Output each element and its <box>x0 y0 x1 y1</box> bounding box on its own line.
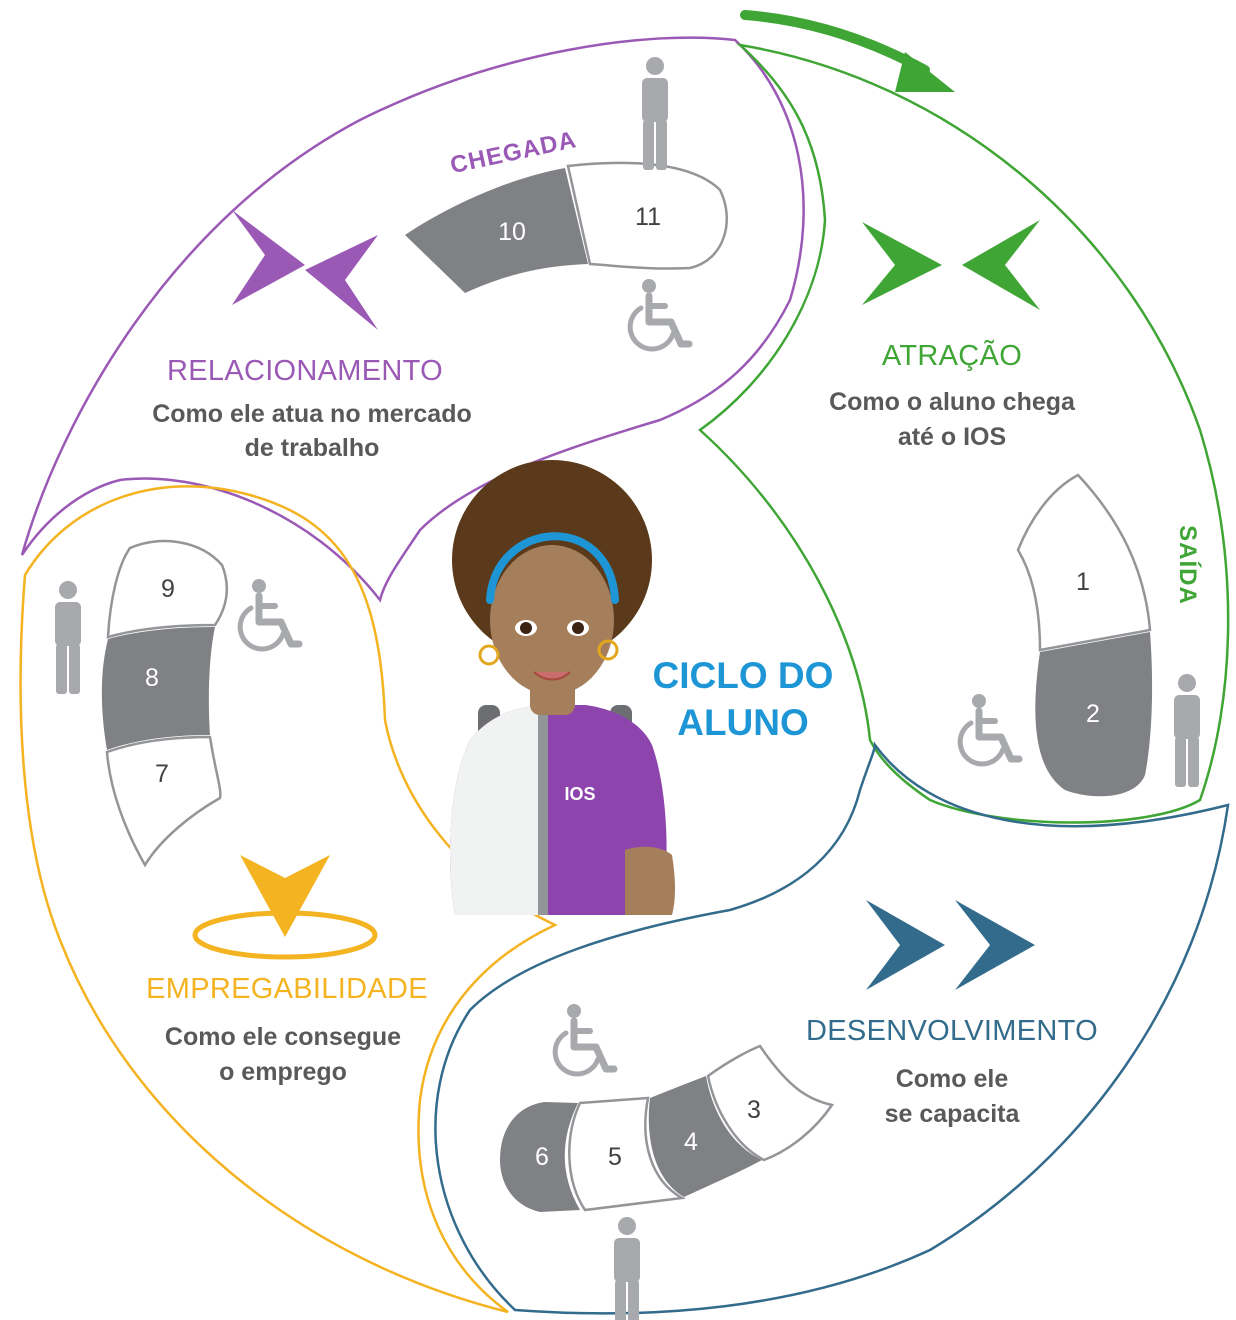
desenvolvimento-chevron-icon <box>866 900 1035 990</box>
atracao-desc-1: Como o aluno chega <box>829 388 1076 416</box>
step-6-label: 6 <box>535 1143 549 1171</box>
desenvolvimento-desc-1: Como ele <box>896 1065 1009 1093</box>
steps-saida: 1 2 <box>1016 473 1153 797</box>
step-2-label: 2 <box>1086 700 1100 728</box>
step-3-label: 3 <box>747 1096 761 1124</box>
green-swirl <box>698 43 1230 824</box>
step-8-shape <box>101 627 215 750</box>
step-5-label: 5 <box>608 1143 622 1171</box>
relacionamento-desc-1: Como ele atua no mercado <box>152 400 472 428</box>
step-9-shape <box>106 539 229 639</box>
step-2-shape <box>1035 632 1153 797</box>
center-title-line-1: CICLO DO <box>653 655 834 696</box>
purple-swirl <box>20 36 805 603</box>
desenvolvimento-title: DESENVOLVIMENTO <box>806 1015 1098 1047</box>
step-4-label: 4 <box>684 1128 698 1156</box>
atracao-chevron-icon <box>862 220 1040 310</box>
step-3-shape <box>706 1044 835 1162</box>
wheelchair-icon <box>630 279 689 349</box>
step-9-label: 9 <box>161 575 175 603</box>
step-5-shape <box>568 1096 686 1212</box>
step-7-label: 7 <box>155 760 169 788</box>
ios-logo: IOS <box>564 784 595 804</box>
relacionamento-title: RELACIONAMENTO <box>167 355 443 387</box>
student-illustration: IOS <box>450 460 675 915</box>
desenvolvimento-desc-2: se capacita <box>885 1100 1021 1128</box>
step-4-shape <box>648 1076 762 1197</box>
steps-empregabilidade: 9 8 7 <box>101 539 229 868</box>
wheelchair-icon <box>240 579 299 649</box>
steps-chegada: 10 11 <box>405 161 728 293</box>
wheelchair-icon <box>960 694 1019 764</box>
person-icon <box>642 57 668 170</box>
person-icon <box>1174 674 1200 787</box>
step-8-label: 8 <box>145 664 159 692</box>
step-7-shape <box>105 735 222 868</box>
cycle-arrow-icon <box>740 10 930 75</box>
wheelchair-icon <box>555 1004 614 1074</box>
saida-label: SAÍDA <box>1174 525 1202 605</box>
empregabilidade-title: EMPREGABILIDADE <box>146 973 428 1005</box>
steps-desenvolvimento: 6 5 4 3 <box>500 1044 835 1212</box>
step-10-label: 10 <box>498 218 526 246</box>
atracao-title: ATRAÇÃO <box>882 338 1022 372</box>
step-6-shape <box>500 1102 580 1212</box>
empregabilidade-target-icon <box>192 855 378 960</box>
cycle-arrowhead-icon <box>895 52 955 92</box>
yellow-swirl <box>19 485 558 1314</box>
step-10-shape <box>405 168 588 293</box>
relacionamento-desc-2: de trabalho <box>245 434 380 462</box>
empregabilidade-desc-2: o emprego <box>219 1058 347 1086</box>
blue-swirl <box>434 741 1230 1315</box>
center-title-line-2: ALUNO <box>677 702 809 743</box>
step-1-shape <box>1016 473 1152 652</box>
person-icon <box>614 1217 640 1320</box>
step-11-label: 11 <box>635 203 661 231</box>
step-1-label: 1 <box>1076 568 1090 596</box>
relacionamento-chevron-icon <box>232 210 378 330</box>
atracao-desc-2: até o IOS <box>898 423 1006 451</box>
person-icon <box>55 581 81 694</box>
empregabilidade-desc-1: Como ele consegue <box>165 1023 401 1051</box>
